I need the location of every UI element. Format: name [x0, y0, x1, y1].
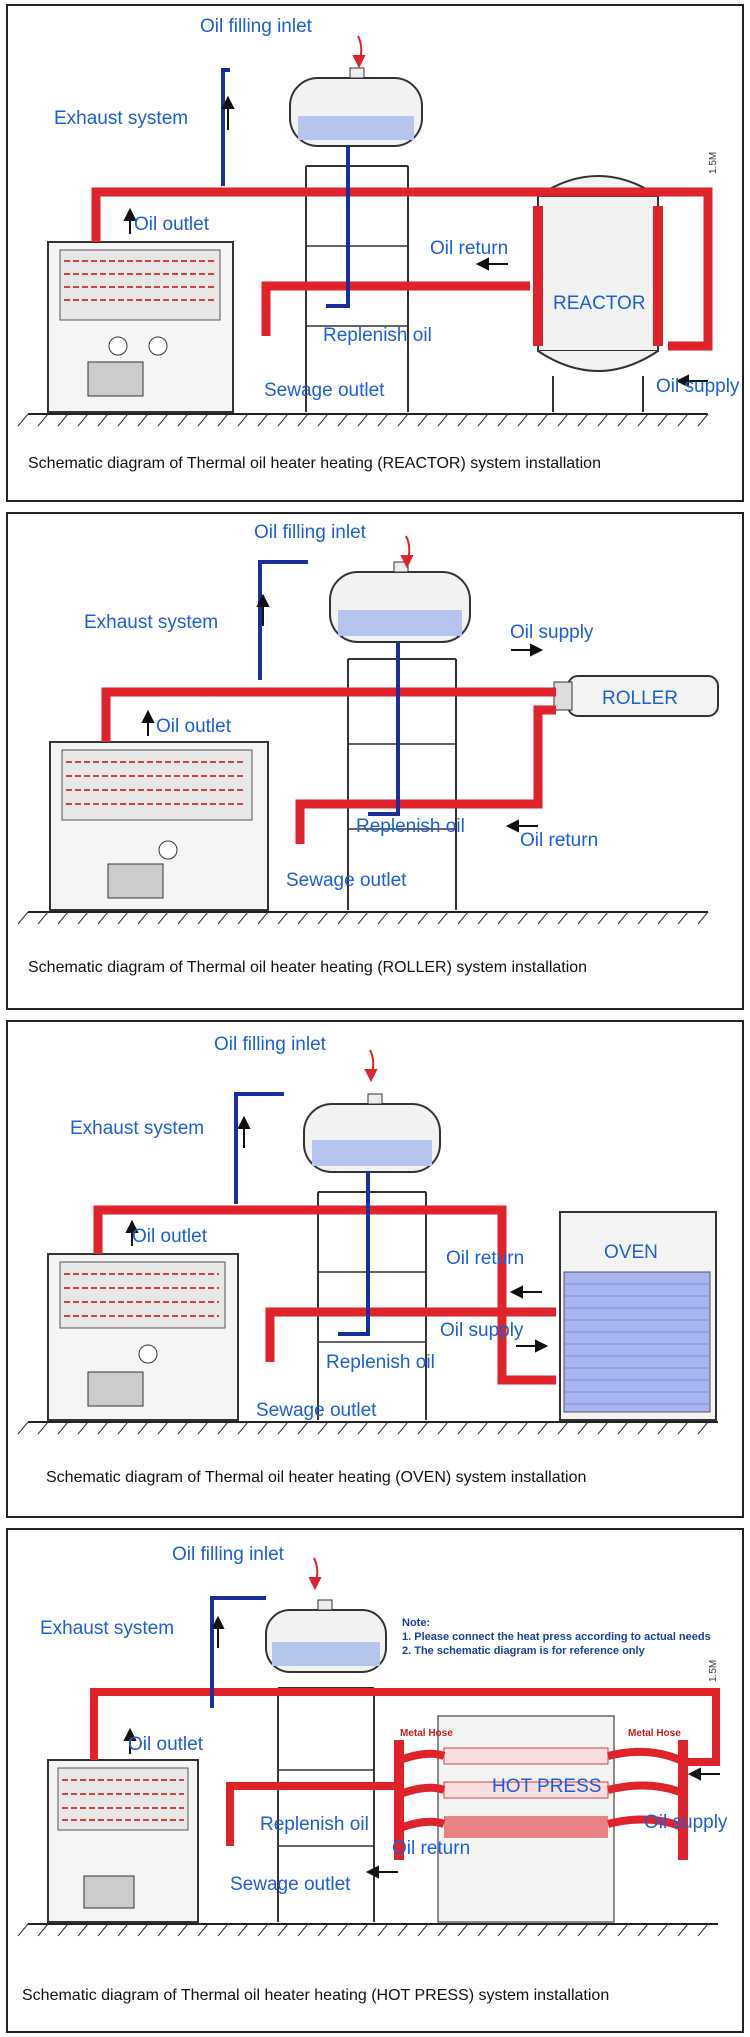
- return-pipes: [234, 1092, 370, 1336]
- oil-return-label: Oil return: [446, 1248, 524, 1269]
- hot-oil-pipes: [90, 1688, 720, 1846]
- hot-press-diagram: Oil filling inlet Exhaust system Oil out…: [17, 1544, 728, 2004]
- oil-outlet-label: Oil outlet: [156, 716, 232, 737]
- expansion-tank: [289, 67, 423, 412]
- replenish-oil-label: Replenish oil: [356, 816, 465, 837]
- expansion-tank: [329, 561, 471, 910]
- panel-caption: Schematic diagram of Thermal oil heater …: [28, 455, 601, 472]
- exhaust-system-label: Exhaust system: [54, 108, 188, 129]
- exhaust-system-label: Exhaust system: [84, 612, 218, 633]
- oil-filling-inlet-label: Oil filling inlet: [200, 16, 313, 37]
- exhaust-system-label: Exhaust system: [70, 1118, 204, 1139]
- sewage-outlet-label: Sewage outlet: [230, 1874, 351, 1895]
- reactor-label: REACTOR: [553, 293, 646, 314]
- flow-arrows: [125, 1049, 549, 1353]
- sewage-outlet-label: Sewage outlet: [256, 1400, 377, 1421]
- oven-diagram: Oil filling inlet Exhaust system Oil out…: [17, 1034, 718, 1486]
- oil-return-label: Oil return: [430, 238, 508, 259]
- ground-hatch: [17, 911, 709, 925]
- flow-arrows: [123, 1557, 720, 1879]
- oven-box: [559, 1211, 717, 1421]
- panel-hot-press: Oil filling inlet Exhaust system Oil out…: [6, 1528, 744, 2033]
- ground-hatch: [17, 1923, 718, 1937]
- flow-arrows: [123, 35, 708, 388]
- oven-label: OVEN: [604, 1242, 658, 1263]
- sewage-outlet-label: Sewage outlet: [264, 380, 385, 401]
- oil-supply-label: Oil supply: [440, 1320, 524, 1341]
- dimension-label: 1.5M: [708, 1660, 719, 1682]
- metal-hose-left-label: Metal Hose: [400, 1728, 453, 1739]
- heater-unit: [47, 1253, 239, 1421]
- heater-unit: [47, 1759, 199, 1923]
- oil-return-label: Oil return: [392, 1838, 470, 1859]
- oil-filling-inlet-label: Oil filling inlet: [214, 1034, 327, 1055]
- oil-filling-inlet-label: Oil filling inlet: [172, 1544, 285, 1565]
- heater-unit: [49, 741, 269, 911]
- panel-caption: Schematic diagram of Thermal oil heater …: [46, 1469, 586, 1486]
- replenish-oil-label: Replenish oil: [260, 1814, 369, 1835]
- flow-arrows: [141, 535, 544, 833]
- oil-filling-inlet-label: Oil filling inlet: [254, 522, 367, 543]
- oil-outlet-label: Oil outlet: [134, 214, 210, 235]
- dimension-label: 1.5M: [708, 152, 719, 174]
- panel-oven: Oil filling inlet Exhaust system Oil out…: [6, 1020, 744, 1518]
- hot-press-machine: [394, 1715, 688, 1923]
- replenish-oil-label: Replenish oil: [323, 325, 432, 346]
- ground-hatch: [17, 1421, 718, 1435]
- oil-supply-label: Oil supply: [510, 622, 594, 643]
- reactor-diagram: Oil filling inlet Exhaust system Oil out…: [17, 16, 740, 472]
- ground-hatch: [17, 413, 709, 427]
- oil-outlet-label: Oil outlet: [132, 1226, 208, 1247]
- panel-roller: Oil filling inlet Exhaust system Oil out…: [6, 512, 744, 1010]
- hot-oil-pipes: [101, 687, 556, 844]
- roller-diagram: Oil filling inlet Exhaust system Oil out…: [17, 522, 719, 976]
- oil-return-label: Oil return: [520, 830, 598, 851]
- hot-press-label: HOT PRESS: [492, 1776, 601, 1797]
- exhaust-system-label: Exhaust system: [40, 1618, 174, 1639]
- roller-label: ROLLER: [602, 688, 678, 709]
- hot-oil-pipes: [91, 187, 713, 351]
- oil-supply-label: Oil supply: [644, 1812, 728, 1833]
- return-pipes: [221, 68, 350, 308]
- roller-drum: [553, 675, 719, 717]
- oil-supply-label: Oil supply: [656, 376, 740, 397]
- hot-oil-pipes: [93, 1205, 556, 1385]
- heater-unit: [47, 241, 234, 413]
- note-line-2: 2. The schematic diagram is for referenc…: [402, 1645, 646, 1657]
- panel-caption: Schematic diagram of Thermal oil heater …: [22, 1987, 609, 2004]
- sewage-outlet-label: Sewage outlet: [286, 870, 407, 891]
- panel-caption: Schematic diagram of Thermal oil heater …: [28, 959, 587, 976]
- note-line-1: 1. Please connect the heat press accordi…: [402, 1631, 711, 1643]
- oil-outlet-label: Oil outlet: [128, 1734, 204, 1755]
- return-pipes: [210, 1596, 266, 1708]
- replenish-oil-label: Replenish oil: [326, 1352, 435, 1373]
- metal-hose-right-label: Metal Hose: [628, 1728, 681, 1739]
- return-pipes: [258, 560, 400, 816]
- panel-reactor: Oil filling inlet Exhaust system Oil out…: [6, 4, 744, 502]
- expansion-tank: [303, 1093, 441, 1420]
- note-title: Note:: [402, 1617, 430, 1629]
